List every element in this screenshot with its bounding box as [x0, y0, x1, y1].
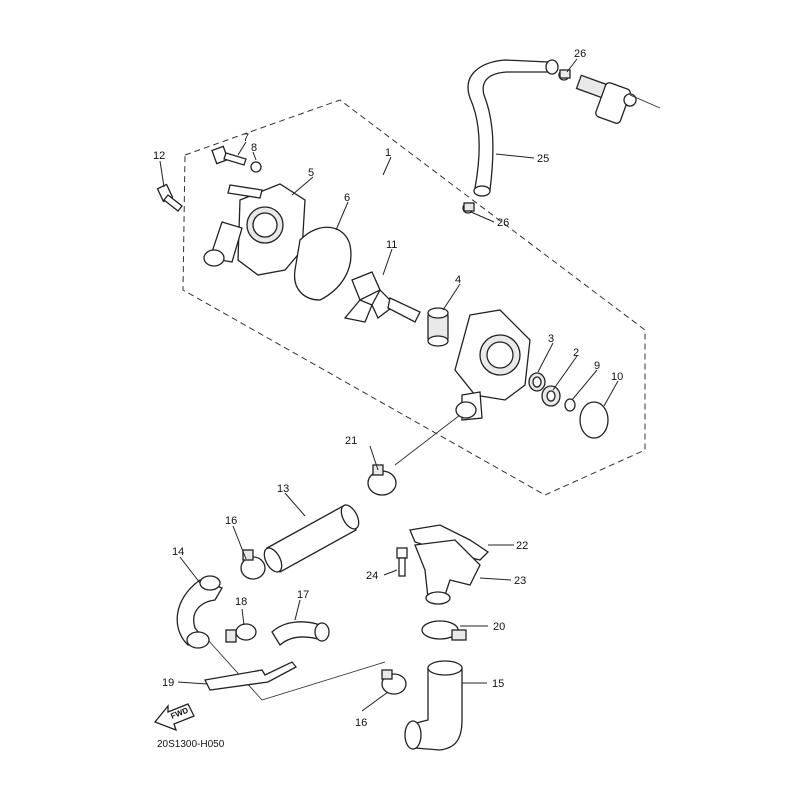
- callout-22: 22: [516, 540, 528, 552]
- pump-cover-5: [203, 183, 306, 276]
- callout-15: 15: [492, 678, 504, 690]
- callout-2: 2: [573, 347, 579, 359]
- hose-clamp-18: [225, 623, 257, 643]
- diagram-code: 20S1300-H050: [157, 739, 225, 750]
- center-line-upper: [394, 414, 461, 466]
- washer-8: [250, 161, 262, 173]
- callout-1: 1: [385, 147, 391, 159]
- hose-13: [263, 504, 360, 573]
- fwd-arrow-icon: FWD: [153, 703, 195, 732]
- callout-11: 11: [386, 239, 397, 251]
- callout-16-lower: 16: [355, 717, 367, 729]
- callout-7: 7: [243, 132, 249, 144]
- o-ring-10: [579, 401, 609, 439]
- elbow-23: [414, 539, 481, 605]
- callout-20: 20: [493, 621, 505, 633]
- callout-6: 6: [344, 192, 350, 204]
- callout-10: 10: [611, 371, 623, 383]
- callout-21: 21: [345, 435, 357, 447]
- impeller-11: [343, 271, 421, 323]
- callout-labels: 1 2 3 4 5 6 7 8 9 10 11 12 13 14 15 16 1…: [153, 48, 623, 729]
- callout-16-upper: 16: [225, 515, 237, 527]
- hose-clamp-26-top: [558, 69, 571, 81]
- callout-3: 3: [548, 333, 554, 345]
- callout-26-bottom: 26: [497, 217, 509, 229]
- callout-13: 13: [277, 483, 289, 495]
- callout-4: 4: [455, 274, 461, 286]
- hose-25: [467, 59, 559, 197]
- callout-17: 17: [297, 589, 309, 601]
- hose-15: [404, 660, 463, 751]
- hose-clamp-16-upper: [240, 549, 266, 580]
- callout-18: 18: [235, 596, 247, 608]
- bolt-12: [156, 183, 183, 212]
- pump-assembly-boundary: [182, 99, 646, 496]
- bracket-19: [204, 661, 297, 691]
- hose-clamp-20: [421, 620, 467, 641]
- callout-9: 9: [594, 360, 600, 372]
- callout-8: 8: [251, 142, 257, 154]
- leader-lines: [159, 58, 619, 712]
- bearing-2: [541, 385, 561, 407]
- bolt-24: [396, 547, 408, 577]
- callout-23: 23: [514, 575, 526, 587]
- callout-26-top: 26: [574, 48, 586, 60]
- callout-24: 24: [366, 570, 378, 582]
- bolt-7: [211, 145, 247, 166]
- hose-clamp-16-lower: [381, 669, 407, 695]
- circlip-9: [564, 398, 576, 412]
- hose-17: [271, 621, 330, 647]
- hose-14: [176, 575, 223, 649]
- callout-19: 19: [162, 677, 174, 689]
- hose-clamp-21: [367, 464, 397, 496]
- callout-14: 14: [172, 546, 184, 558]
- o-ring-6: [293, 226, 352, 301]
- center-line-lower: [207, 639, 386, 701]
- callout-25: 25: [537, 153, 549, 165]
- seal-4: [427, 307, 449, 347]
- oil-seal-3: [528, 372, 546, 392]
- hose-clamp-26-bottom: [462, 202, 475, 214]
- pump-housing: [454, 309, 531, 421]
- callout-12: 12: [153, 150, 165, 162]
- pump-inlet-fitting: [575, 74, 661, 124]
- callout-5: 5: [308, 167, 314, 179]
